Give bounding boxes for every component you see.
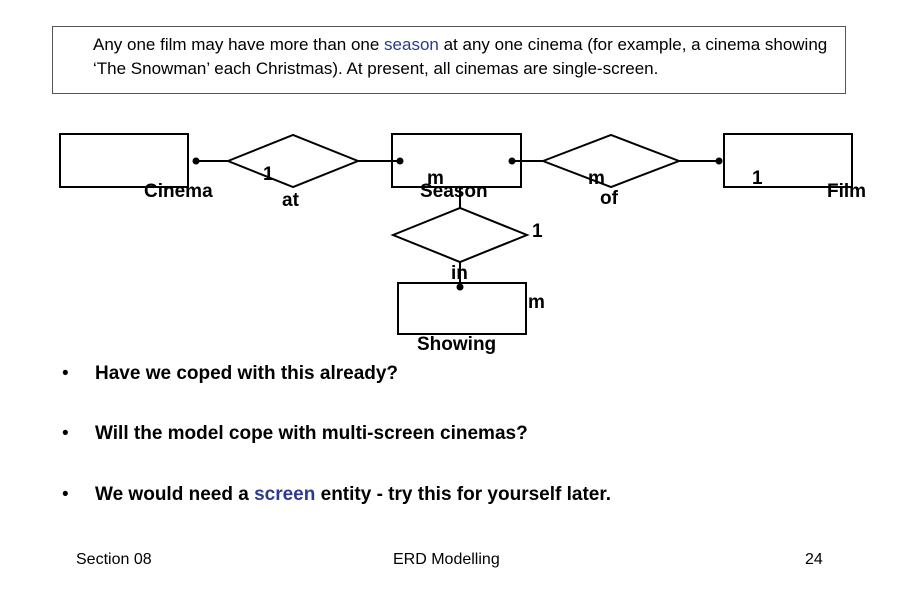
intro-highlight-season: season <box>384 35 439 54</box>
relationship-at-label: at <box>282 190 300 211</box>
entity-showing-box <box>397 282 527 335</box>
endpoint-dot <box>715 157 723 165</box>
page-number: 24 <box>805 551 823 568</box>
cardinality-season-of: m <box>588 168 605 189</box>
entity-season-label: Season <box>420 181 488 202</box>
bullet-dot: • <box>62 423 69 444</box>
bullet-text-part1: We would need a <box>95 484 255 505</box>
endpoint-dot <box>456 283 464 291</box>
entity-cinema-box <box>59 133 189 188</box>
entity-season-box <box>391 133 522 188</box>
bullet-text: Will the model cope with multi-screen ci… <box>95 423 528 444</box>
relationship-of-label: of <box>600 188 619 209</box>
cardinality-showing-in: m <box>528 292 545 313</box>
bullet-dot: • <box>62 363 69 384</box>
bullet-text: Have we coped with this already? <box>95 363 399 384</box>
entity-showing-label: Showing <box>417 334 496 355</box>
entity-film-box <box>723 133 853 188</box>
endpoint-dot <box>508 157 516 165</box>
footer-section: Section 08 <box>76 551 152 568</box>
endpoint-dot <box>192 157 200 165</box>
endpoint-dot <box>396 157 404 165</box>
bullet-dot: • <box>62 484 69 505</box>
intro-text: Any one film may have more than one seas… <box>93 33 843 81</box>
footer-title: ERD Modelling <box>393 551 500 568</box>
relationship-of-diamond <box>540 133 682 189</box>
bullet-text-part2: entity - try this for yourself later. <box>315 484 611 505</box>
intro-textbox: Any one film may have more than one seas… <box>52 26 846 94</box>
relationship-in-label: in <box>451 263 468 284</box>
relationship-at-diamond <box>225 133 361 189</box>
bullet-highlight-screen: screen <box>254 484 316 505</box>
intro-text-part2: at any one cinema (for example, a cinema… <box>93 35 828 78</box>
intro-text-part1: Any one film may have more than one <box>93 35 385 54</box>
entity-cinema-label: Cinema <box>144 181 213 202</box>
bullet-text: We would need a screen entity - try this… <box>95 484 611 506</box>
cardinality-film-of: 1 <box>752 168 763 189</box>
cardinality-season-at: m <box>427 168 444 189</box>
relationship-in-diamond <box>390 206 530 264</box>
cardinality-cinema-at: 1 <box>263 164 274 185</box>
cardinality-season-in: 1 <box>532 221 543 242</box>
entity-film-label: Film <box>827 181 866 202</box>
